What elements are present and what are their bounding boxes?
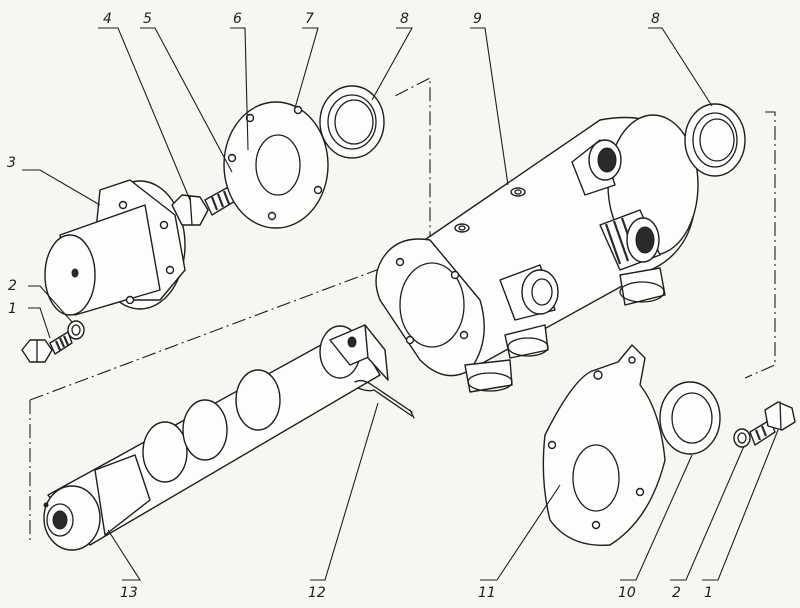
right-washer: [733, 428, 751, 448]
right-bolt: [749, 401, 796, 446]
callout-3: 3: [7, 155, 16, 171]
callout-4: 4: [103, 11, 112, 27]
callout-6: 6: [233, 11, 242, 27]
seal-ring-right: [684, 103, 746, 177]
assembly-axis-lines: [29, 77, 776, 540]
callout-5: 5: [143, 11, 152, 27]
seal-ring-left: [319, 85, 385, 159]
callout-9: 9: [473, 11, 482, 27]
cylinder-body: [375, 114, 699, 393]
callout-10: 10: [618, 585, 636, 601]
callout-1-right: 1: [704, 585, 713, 601]
callout-1-left: 1: [8, 301, 17, 317]
end-cover: [44, 179, 186, 316]
callout-2-right: 2: [672, 585, 681, 601]
piston-rod: [43, 324, 389, 551]
flange: [223, 101, 329, 229]
gasket: [659, 381, 721, 455]
rear-bracket: [542, 344, 666, 546]
callout-7: 7: [305, 11, 314, 27]
left-washer: [67, 320, 85, 340]
callout-labels: 1 2 3 4 5 6 7 8 9 8 13 12 11 10 2 1: [7, 11, 713, 601]
callout-8-left: 8: [400, 11, 409, 27]
left-bolt: [21, 331, 73, 363]
callout-8-right: 8: [651, 11, 660, 27]
callout-2-left: 2: [8, 278, 17, 294]
leader-lines: [22, 27, 779, 581]
callout-13: 13: [120, 585, 138, 601]
callout-11: 11: [478, 585, 496, 601]
cotter-pin: [354, 379, 415, 419]
callout-12: 12: [308, 585, 326, 601]
